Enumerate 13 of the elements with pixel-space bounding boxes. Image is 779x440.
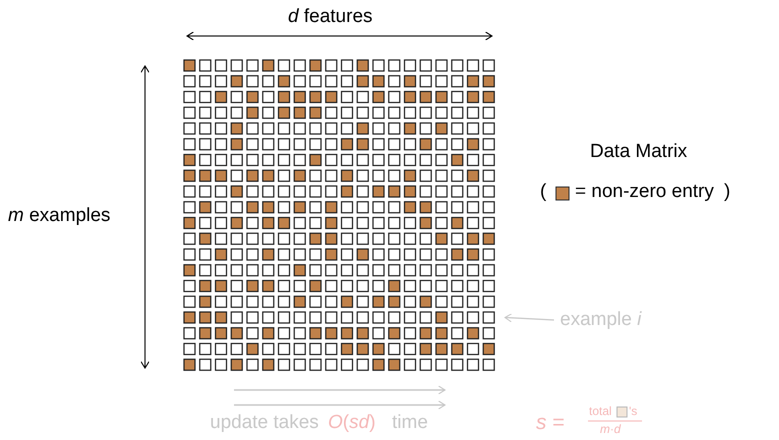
matrix-row <box>183 311 495 324</box>
axis-label: d features <box>288 6 373 28</box>
legend-text: = non-zero entry <box>575 181 714 203</box>
legend-bracket: ( <box>540 181 546 203</box>
formula-text: s = <box>536 412 565 434</box>
formula-text: total <box>589 404 612 418</box>
formula-text: m·d <box>600 422 621 436</box>
formula-text: 's <box>629 404 638 418</box>
leader-arrow <box>504 313 554 322</box>
matrix-title: Data Matrix <box>590 141 688 163</box>
axis-label: m examples <box>8 205 110 227</box>
complexity-text: O(sd) <box>328 412 376 434</box>
legend-bracket: ) <box>724 181 730 203</box>
